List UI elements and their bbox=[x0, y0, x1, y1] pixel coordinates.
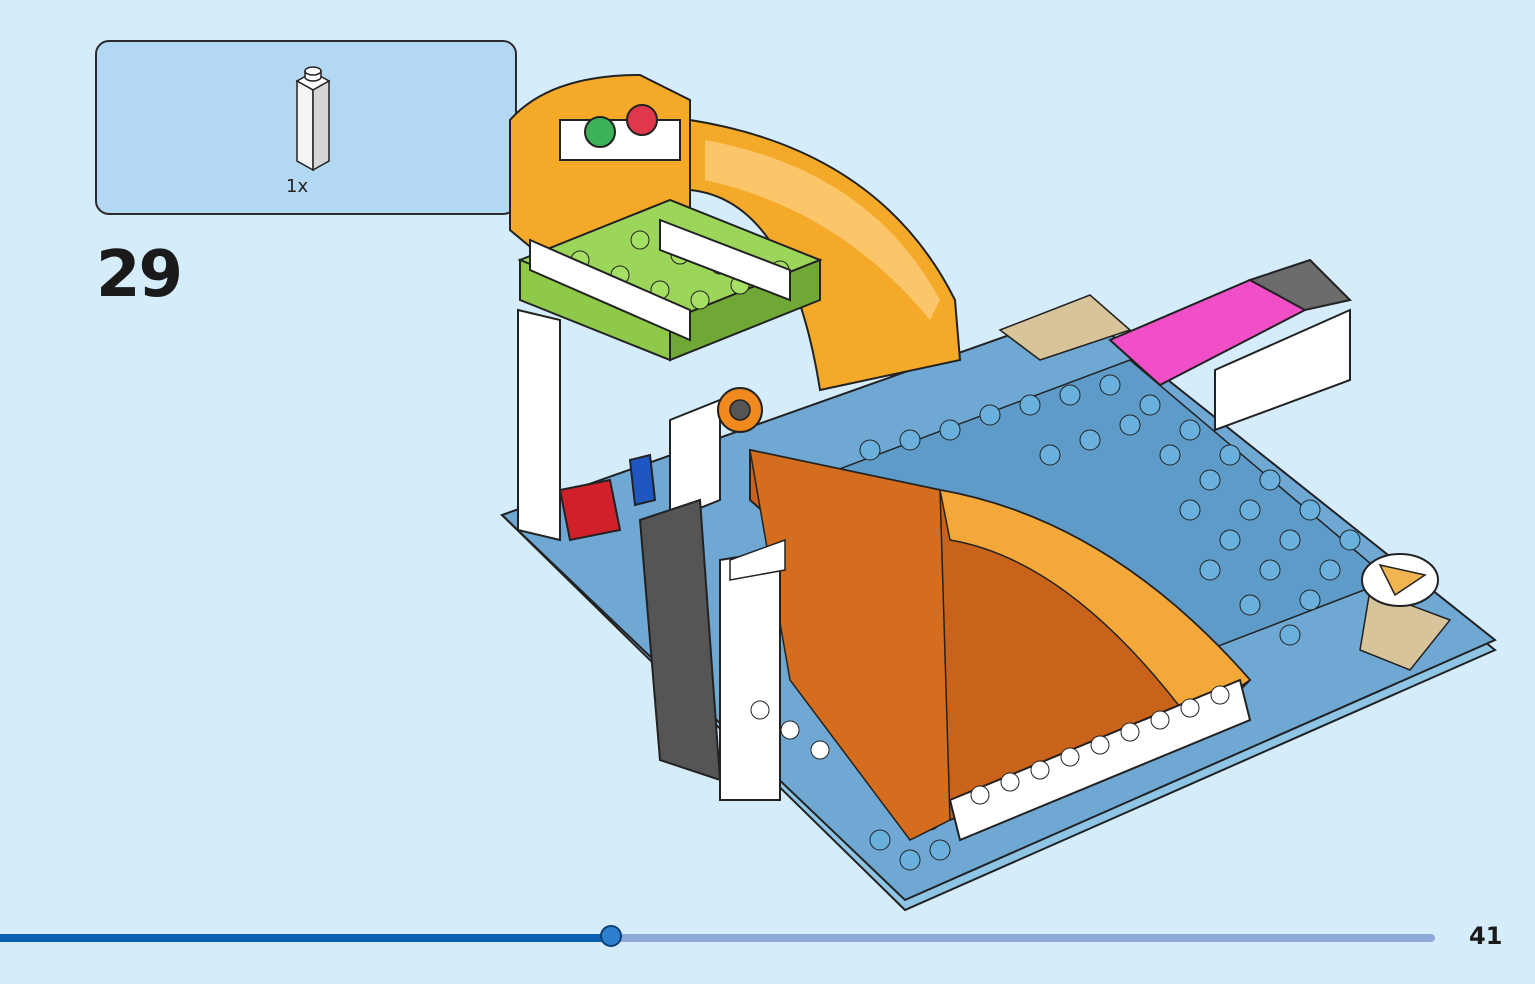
page-progress-bar bbox=[0, 925, 1435, 947]
step-number: 29 bbox=[96, 238, 183, 312]
white-tower bbox=[517, 104, 823, 542]
progress-knob bbox=[600, 925, 622, 947]
lego-model-illustration bbox=[500, 73, 1497, 912]
part-quantity: 1x bbox=[286, 176, 309, 197]
parts-callout: 1x bbox=[95, 40, 517, 215]
page-number: 41 bbox=[1469, 922, 1503, 950]
progress-fill bbox=[0, 934, 611, 942]
white-1x1x3-brick-icon bbox=[295, 66, 331, 172]
